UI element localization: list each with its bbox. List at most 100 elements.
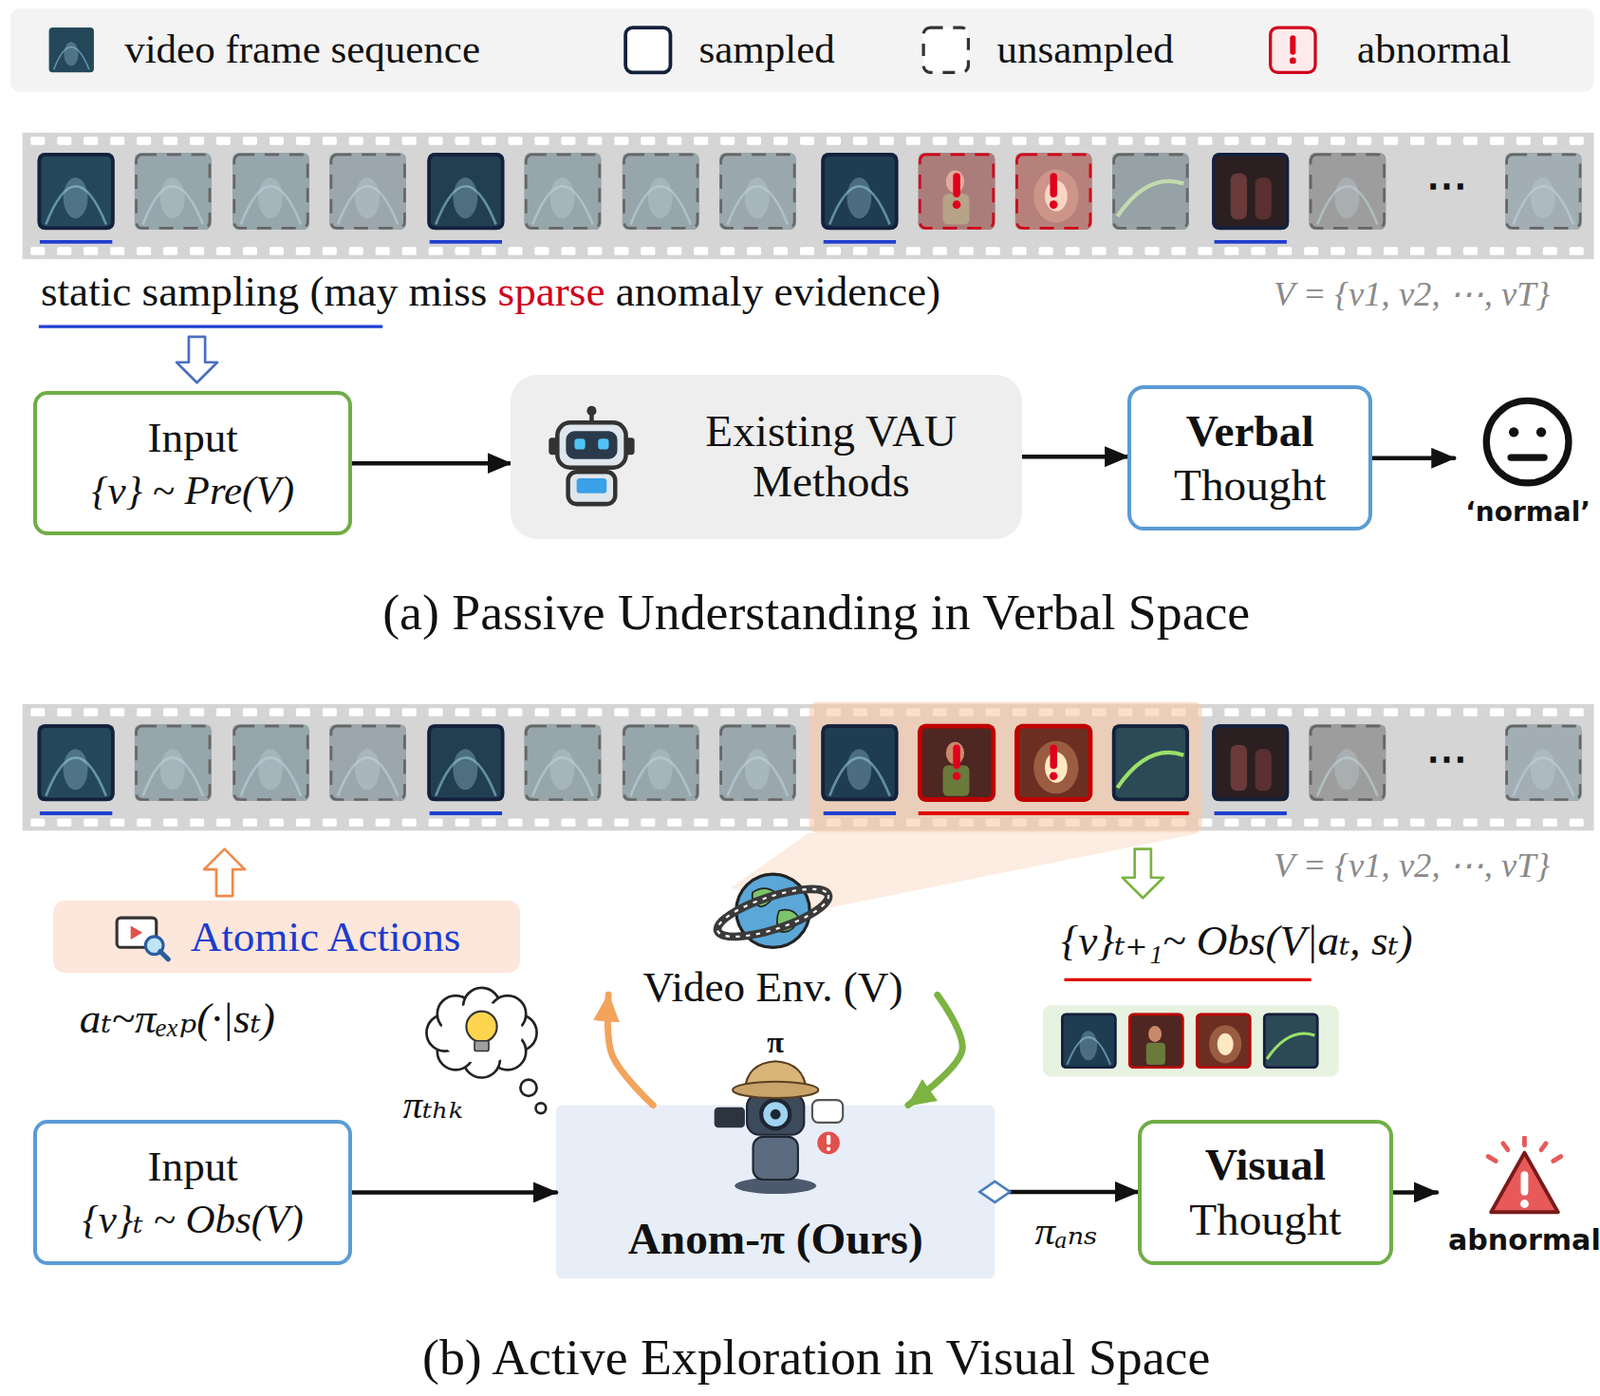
- film-perforation: [720, 246, 735, 256]
- film-perforation: [1410, 818, 1425, 827]
- frame-figure: [1230, 173, 1247, 220]
- exclamation-mark: [1289, 35, 1296, 56]
- film-perforation: [455, 818, 470, 827]
- film-perforation: [1489, 246, 1505, 256]
- warning-icon: [1541, 1143, 1546, 1151]
- frame-figure: [1255, 748, 1272, 791]
- film-perforation: [1197, 246, 1212, 256]
- frame-border: [525, 154, 599, 228]
- node-text: Thought: [1189, 1194, 1341, 1246]
- film-perforation: [1117, 136, 1133, 146]
- film-perforation: [640, 707, 655, 717]
- exclamation-mark: [952, 771, 962, 781]
- film-perforation: [507, 136, 522, 146]
- film-perforation: [879, 246, 894, 256]
- node-text: Thought: [1173, 460, 1326, 511]
- film-perforation: [482, 707, 497, 717]
- film-perforation: [507, 246, 522, 256]
- film-perforation: [375, 136, 391, 146]
- film-perforation: [189, 818, 205, 827]
- legend-swatch: [625, 27, 670, 73]
- film-perforation: [110, 818, 125, 827]
- flow-arrow: [1393, 1190, 1437, 1195]
- legend-swatch: [625, 27, 670, 73]
- robot-lens: [770, 1109, 782, 1120]
- annotation-label: {v}ₜ₊₁~ Obs(V|aₜ, sₜ): [1060, 916, 1413, 966]
- film-perforation: [296, 136, 311, 146]
- frame-image: [1211, 152, 1289, 230]
- film-perforation: [163, 136, 178, 146]
- light-flare: [1217, 1033, 1234, 1056]
- film-perforation: [1410, 246, 1425, 256]
- film-perforation: [1383, 707, 1398, 717]
- light-bulb: [474, 1041, 489, 1052]
- film-perforation: [1543, 818, 1558, 827]
- legend-swatch: [49, 27, 94, 73]
- film-strip: [22, 702, 1595, 834]
- film-perforation: [1410, 136, 1425, 146]
- frame-image: [1195, 1013, 1251, 1069]
- film-perforation: [1224, 136, 1239, 146]
- film-perforation: [322, 136, 337, 146]
- film-perforation: [136, 246, 151, 256]
- film-perforation: [30, 707, 45, 717]
- film-perforation: [1383, 818, 1398, 827]
- film-perforation: [1065, 246, 1080, 256]
- sample-underline: [1214, 811, 1287, 816]
- frame-border: [1114, 725, 1188, 800]
- film-perforation: [1330, 136, 1345, 146]
- film-ring: [712, 878, 834, 947]
- film-perforation: [30, 818, 45, 827]
- frame-image: [37, 152, 115, 230]
- film-perforation: [1543, 246, 1558, 256]
- film-perforation: [1303, 246, 1319, 256]
- annotation-label: sparse: [498, 267, 606, 317]
- film-perforation: [110, 246, 125, 256]
- exclamation-mark: [952, 744, 961, 769]
- robot-icon: [558, 422, 627, 467]
- frame-image: [918, 152, 996, 230]
- frame-border: [919, 725, 993, 800]
- unsampled-veil: [134, 152, 212, 230]
- film-perforation: [482, 818, 497, 827]
- exclamation-mark: [952, 200, 962, 209]
- film-perforation: [560, 246, 576, 256]
- film-perforation: [349, 818, 364, 827]
- frame-figure: [63, 177, 89, 219]
- action-icon: [130, 926, 143, 941]
- film-perforation: [800, 246, 815, 256]
- film-perforation: [1250, 818, 1266, 827]
- film-perforation: [1436, 136, 1452, 146]
- frame-image: [622, 724, 700, 801]
- frame-image: [1309, 724, 1387, 801]
- film-perforation: [428, 818, 444, 827]
- annotation-label: anomaly evidence): [615, 267, 941, 317]
- film-perforation: [402, 707, 417, 717]
- frame-border: [331, 154, 405, 228]
- film-perforation: [163, 707, 178, 717]
- frame-border: [1114, 154, 1188, 228]
- frame-border: [1264, 1014, 1318, 1068]
- film-perforation: [1277, 818, 1292, 827]
- observation-panel: [1042, 1004, 1340, 1077]
- annotation-label: (b) Active Exploration in Visual Space: [422, 1328, 1210, 1386]
- sample-underline: [429, 240, 503, 244]
- node-text: Atomic Actions: [190, 912, 462, 962]
- film-perforation: [720, 707, 735, 717]
- film-perforation: [720, 136, 735, 146]
- film-perforation: [667, 246, 682, 256]
- film-perforation: [428, 246, 444, 256]
- film-perforation: [826, 136, 841, 146]
- hollow-arrow: [1122, 849, 1164, 899]
- film-perforation: [1250, 246, 1266, 256]
- flow-arrow: [1022, 454, 1128, 460]
- film-perforation: [83, 136, 98, 146]
- film-perforation: [296, 246, 311, 256]
- film-perforation: [986, 136, 1001, 146]
- film-perforation: [1489, 818, 1505, 827]
- film-strip: [22, 704, 1595, 831]
- frame-border: [822, 154, 896, 228]
- frame-border: [1506, 154, 1581, 228]
- frame-image: [232, 152, 310, 230]
- film-perforation: [375, 246, 391, 256]
